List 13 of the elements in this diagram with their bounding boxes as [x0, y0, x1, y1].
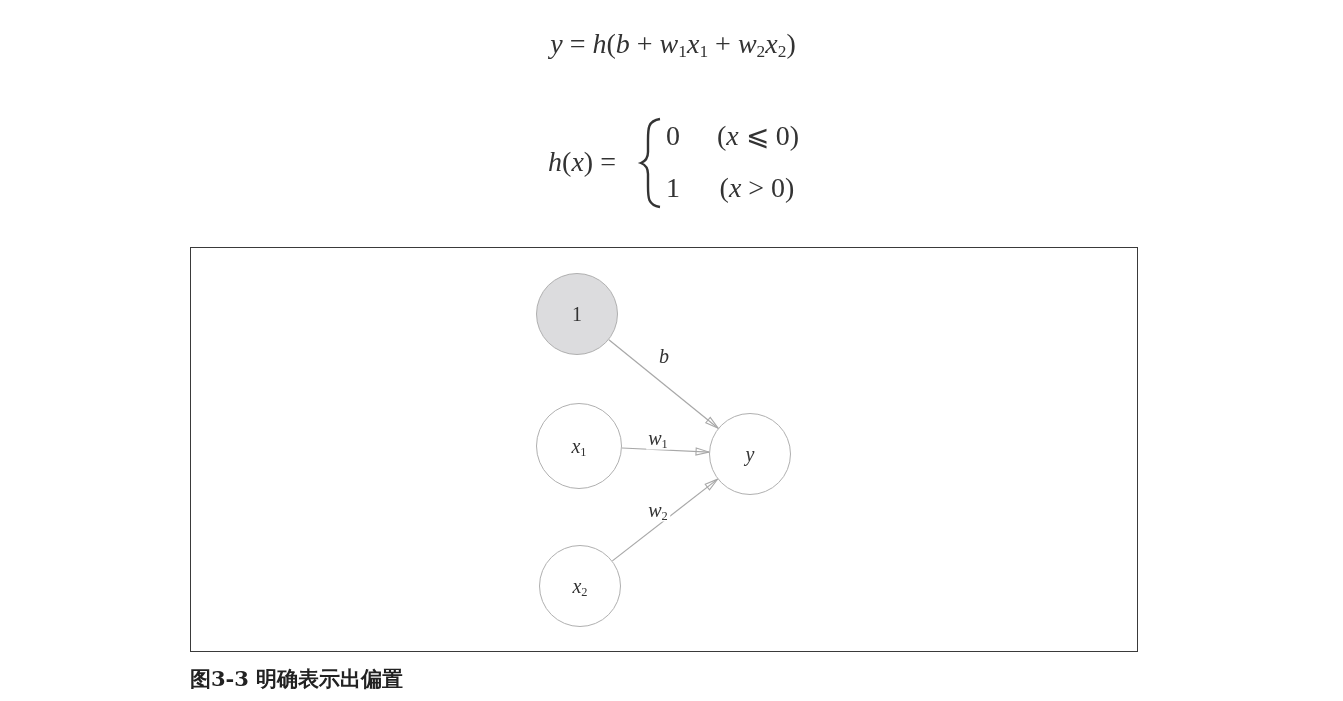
node-label: y — [745, 443, 755, 465]
formula-condition: (x > 0) — [719, 171, 795, 205]
figure-caption: 图3-3 明确表示出偏置 — [190, 667, 404, 692]
arrow — [611, 478, 719, 562]
formula-value: 1 — [666, 171, 680, 205]
formula-condition: (x ⩽ 0) — [716, 119, 800, 153]
node-label: x$_{2}$ — [572, 575, 588, 597]
formula: h(x) = — [548, 145, 616, 179]
node-label: 1 — [572, 303, 582, 325]
node-label: x$_{1}$ — [571, 435, 587, 457]
formula: y = h(b + w$_{1}$x$_{1}$ + w$_{2}$x$_{2}$) — [550, 27, 796, 61]
formula-value: 0 — [666, 119, 680, 153]
arrow — [608, 339, 719, 429]
